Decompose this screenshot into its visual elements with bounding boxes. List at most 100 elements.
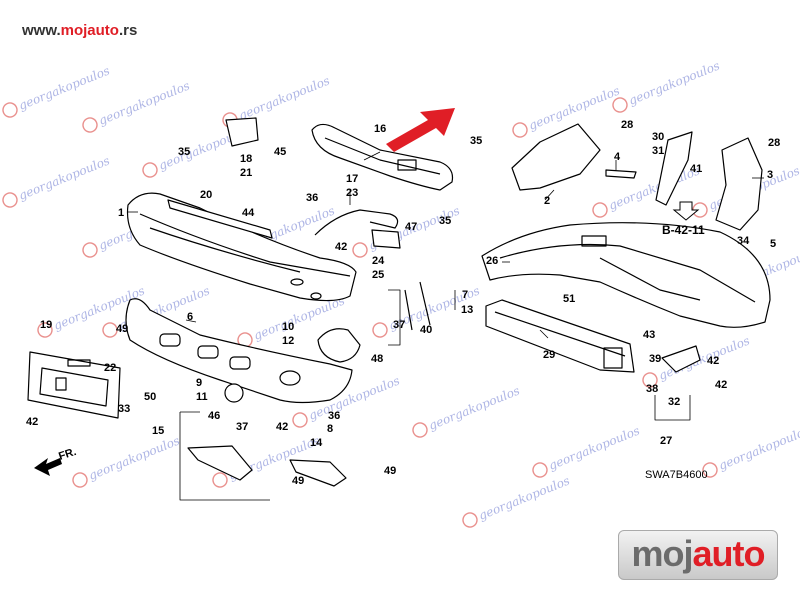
- callout-32[interactable]: 32: [668, 396, 680, 408]
- callout-37-2[interactable]: 37: [236, 421, 248, 433]
- svg-text:georgakopoulos: georgakopoulos: [97, 78, 192, 127]
- callout-16[interactable]: 16: [374, 123, 386, 135]
- url-suffix: .rs: [118, 22, 138, 39]
- callout-39[interactable]: 39: [649, 353, 661, 365]
- lower-bracket-right-part[interactable]: [289, 459, 347, 487]
- callout-38[interactable]: 38: [646, 383, 658, 395]
- callout-40[interactable]: 40: [420, 324, 432, 336]
- callout-49-3[interactable]: 49: [384, 465, 396, 477]
- callout-3[interactable]: 3: [767, 169, 773, 181]
- molding-strip-part[interactable]: [167, 199, 273, 239]
- watermark-mark: georgakopoulos: [2, 63, 112, 118]
- callout-1[interactable]: 1: [118, 207, 124, 219]
- callout-49-2[interactable]: 49: [292, 475, 304, 487]
- callout-34[interactable]: 34: [737, 235, 750, 247]
- callout-7[interactable]: 7: [462, 289, 468, 301]
- callout-15[interactable]: 15: [152, 425, 164, 437]
- rear-bumper-part[interactable]: [481, 222, 771, 328]
- upper-front-bumper-part[interactable]: [126, 192, 357, 302]
- callout-48[interactable]: 48: [371, 353, 383, 365]
- callout-29[interactable]: 29: [543, 349, 555, 361]
- callout-14[interactable]: 14: [310, 437, 323, 449]
- callout-11[interactable]: 11: [196, 391, 208, 403]
- callout-33[interactable]: 33: [118, 403, 130, 415]
- callout-5[interactable]: 5: [770, 238, 776, 250]
- svg-text:georgakopoulos: georgakopoulos: [87, 433, 182, 482]
- callout-37[interactable]: 37: [393, 319, 405, 331]
- callout-10[interactable]: 10: [282, 321, 294, 333]
- fog-bracket-part[interactable]: [317, 328, 361, 363]
- callout-44[interactable]: 44: [242, 207, 255, 219]
- callout-17[interactable]: 17: [346, 173, 358, 185]
- side-molding-part[interactable]: [404, 281, 431, 331]
- callout-42-2[interactable]: 42: [26, 416, 38, 428]
- svg-text:georgakopoulos: georgakopoulos: [17, 153, 112, 202]
- callout-23[interactable]: 23: [346, 187, 358, 199]
- watermark-mark: georgakopoulos: [2, 153, 112, 208]
- callout-25[interactable]: 25: [372, 269, 384, 281]
- leader-lines: [127, 151, 764, 501]
- callout-4[interactable]: 4: [614, 151, 621, 163]
- callout-49[interactable]: 49: [116, 323, 128, 335]
- callout-20[interactable]: 20: [200, 189, 212, 201]
- callout-31[interactable]: 31: [652, 145, 664, 157]
- callout-24[interactable]: 24: [372, 255, 385, 267]
- rear-beam-part[interactable]: [485, 299, 635, 373]
- front-direction-arrow-icon: [34, 458, 62, 476]
- mud-guard-part[interactable]: [715, 137, 763, 231]
- callout-35-2[interactable]: 35: [470, 135, 482, 147]
- callout-46[interactable]: 46: [208, 410, 220, 422]
- callout-28-2[interactable]: 28: [768, 137, 780, 149]
- clip-part-4[interactable]: [605, 169, 637, 179]
- callout-36[interactable]: 36: [306, 192, 318, 204]
- callout-8[interactable]: 8: [327, 423, 333, 435]
- callout-42-5[interactable]: 42: [715, 379, 727, 391]
- watermark-mark: georgakopoulos: [82, 78, 192, 133]
- callout-36-2[interactable]: 36: [328, 410, 340, 422]
- lower-bracket-left-part[interactable]: [187, 445, 253, 481]
- rear-side-panel-part[interactable]: [511, 123, 601, 191]
- callout-27[interactable]: 27: [660, 435, 672, 447]
- upper-beam-part[interactable]: [311, 123, 454, 191]
- callout-47[interactable]: 47: [405, 221, 417, 233]
- callout-2[interactable]: 2: [544, 195, 550, 207]
- wire-harness-part[interactable]: [314, 209, 399, 236]
- callout-21[interactable]: 21: [240, 167, 252, 179]
- callout-18[interactable]: 18: [240, 153, 252, 165]
- callout-35-3[interactable]: 35: [439, 215, 451, 227]
- license-plate-holder-part[interactable]: [27, 351, 121, 419]
- callout-42-4[interactable]: 42: [707, 355, 719, 367]
- callout-41[interactable]: 41: [690, 163, 702, 175]
- section-reference[interactable]: B-42-11: [662, 223, 705, 237]
- bracket-part[interactable]: [371, 229, 401, 249]
- callout-30[interactable]: 30: [652, 131, 664, 143]
- callout-28[interactable]: 28: [621, 119, 633, 131]
- callout-6[interactable]: 6: [187, 311, 193, 323]
- fog-light-part[interactable]: [224, 383, 244, 403]
- callout-42-3[interactable]: 42: [276, 421, 288, 433]
- url-prefix: www.: [22, 22, 61, 39]
- callout-43[interactable]: 43: [643, 329, 655, 341]
- rear-bracket-part[interactable]: [661, 345, 701, 373]
- callout-13[interactable]: 13: [461, 304, 473, 316]
- watermark-mark: georgakopoulos: [72, 433, 182, 488]
- rear-strip-part[interactable]: [655, 131, 693, 206]
- lower-front-bumper-part[interactable]: [125, 298, 353, 404]
- callout-42[interactable]: 42: [335, 241, 347, 253]
- sensor-bracket-part[interactable]: [225, 117, 259, 147]
- callout-12[interactable]: 12: [282, 335, 294, 347]
- site-url[interactable]: www.mojauto.rs: [22, 22, 137, 39]
- callout-50[interactable]: 50: [144, 391, 156, 403]
- callout-26[interactable]: 26: [486, 255, 498, 267]
- svg-text:georgakopoulos: georgakopoulos: [717, 423, 800, 472]
- callout-45[interactable]: 45: [274, 146, 286, 158]
- svg-text:georgakopoulos: georgakopoulos: [477, 473, 572, 522]
- logo-part-auto: auto: [692, 533, 766, 574]
- callout-51[interactable]: 51: [563, 293, 575, 305]
- callout-22[interactable]: 22: [104, 362, 116, 374]
- callout-35[interactable]: 35: [178, 146, 190, 158]
- callout-9[interactable]: 9: [196, 377, 202, 389]
- callout-19[interactable]: 19: [40, 319, 52, 331]
- svg-text:georgakopoulos: georgakopoulos: [627, 58, 722, 107]
- url-brand: mojauto: [60, 22, 119, 39]
